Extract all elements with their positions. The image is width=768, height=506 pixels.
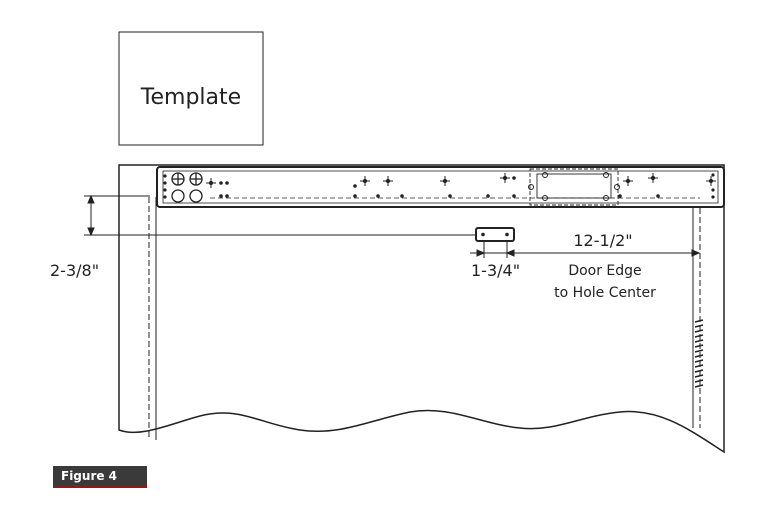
door-edge-dimension-label: 12-1/2": [573, 231, 632, 250]
figure-badge: Figure 4: [53, 466, 147, 488]
bracket-screws: [528, 172, 620, 201]
edge-dots-left: [163, 174, 229, 199]
height-dimension: [84, 194, 476, 237]
door-outline: [118, 164, 725, 454]
closer-plate: [156, 166, 725, 208]
template-box: [118, 31, 264, 146]
height-dimension-label: 2-3/8": [50, 261, 99, 280]
bracket-inner: [536, 173, 612, 199]
mount-circles: [171, 172, 203, 203]
small-holes: [353, 173, 715, 199]
door-edge-caption-line1: Door Edge: [568, 263, 641, 279]
door-edge-caption-line2: to Hole Center: [554, 285, 656, 301]
crosshair-marks: [206, 173, 716, 188]
door-edge-dimension: [510, 249, 701, 257]
bracket-outline: [529, 168, 619, 206]
hole-slot-dots: [481, 232, 509, 237]
figure-label: Figure 4: [61, 469, 118, 483]
hole-width-dimension-label: 1-3/4": [471, 261, 520, 280]
hinge-marks: [694, 319, 704, 388]
template-label: Template: [140, 85, 241, 110]
closer-plate-inner: [162, 170, 719, 204]
